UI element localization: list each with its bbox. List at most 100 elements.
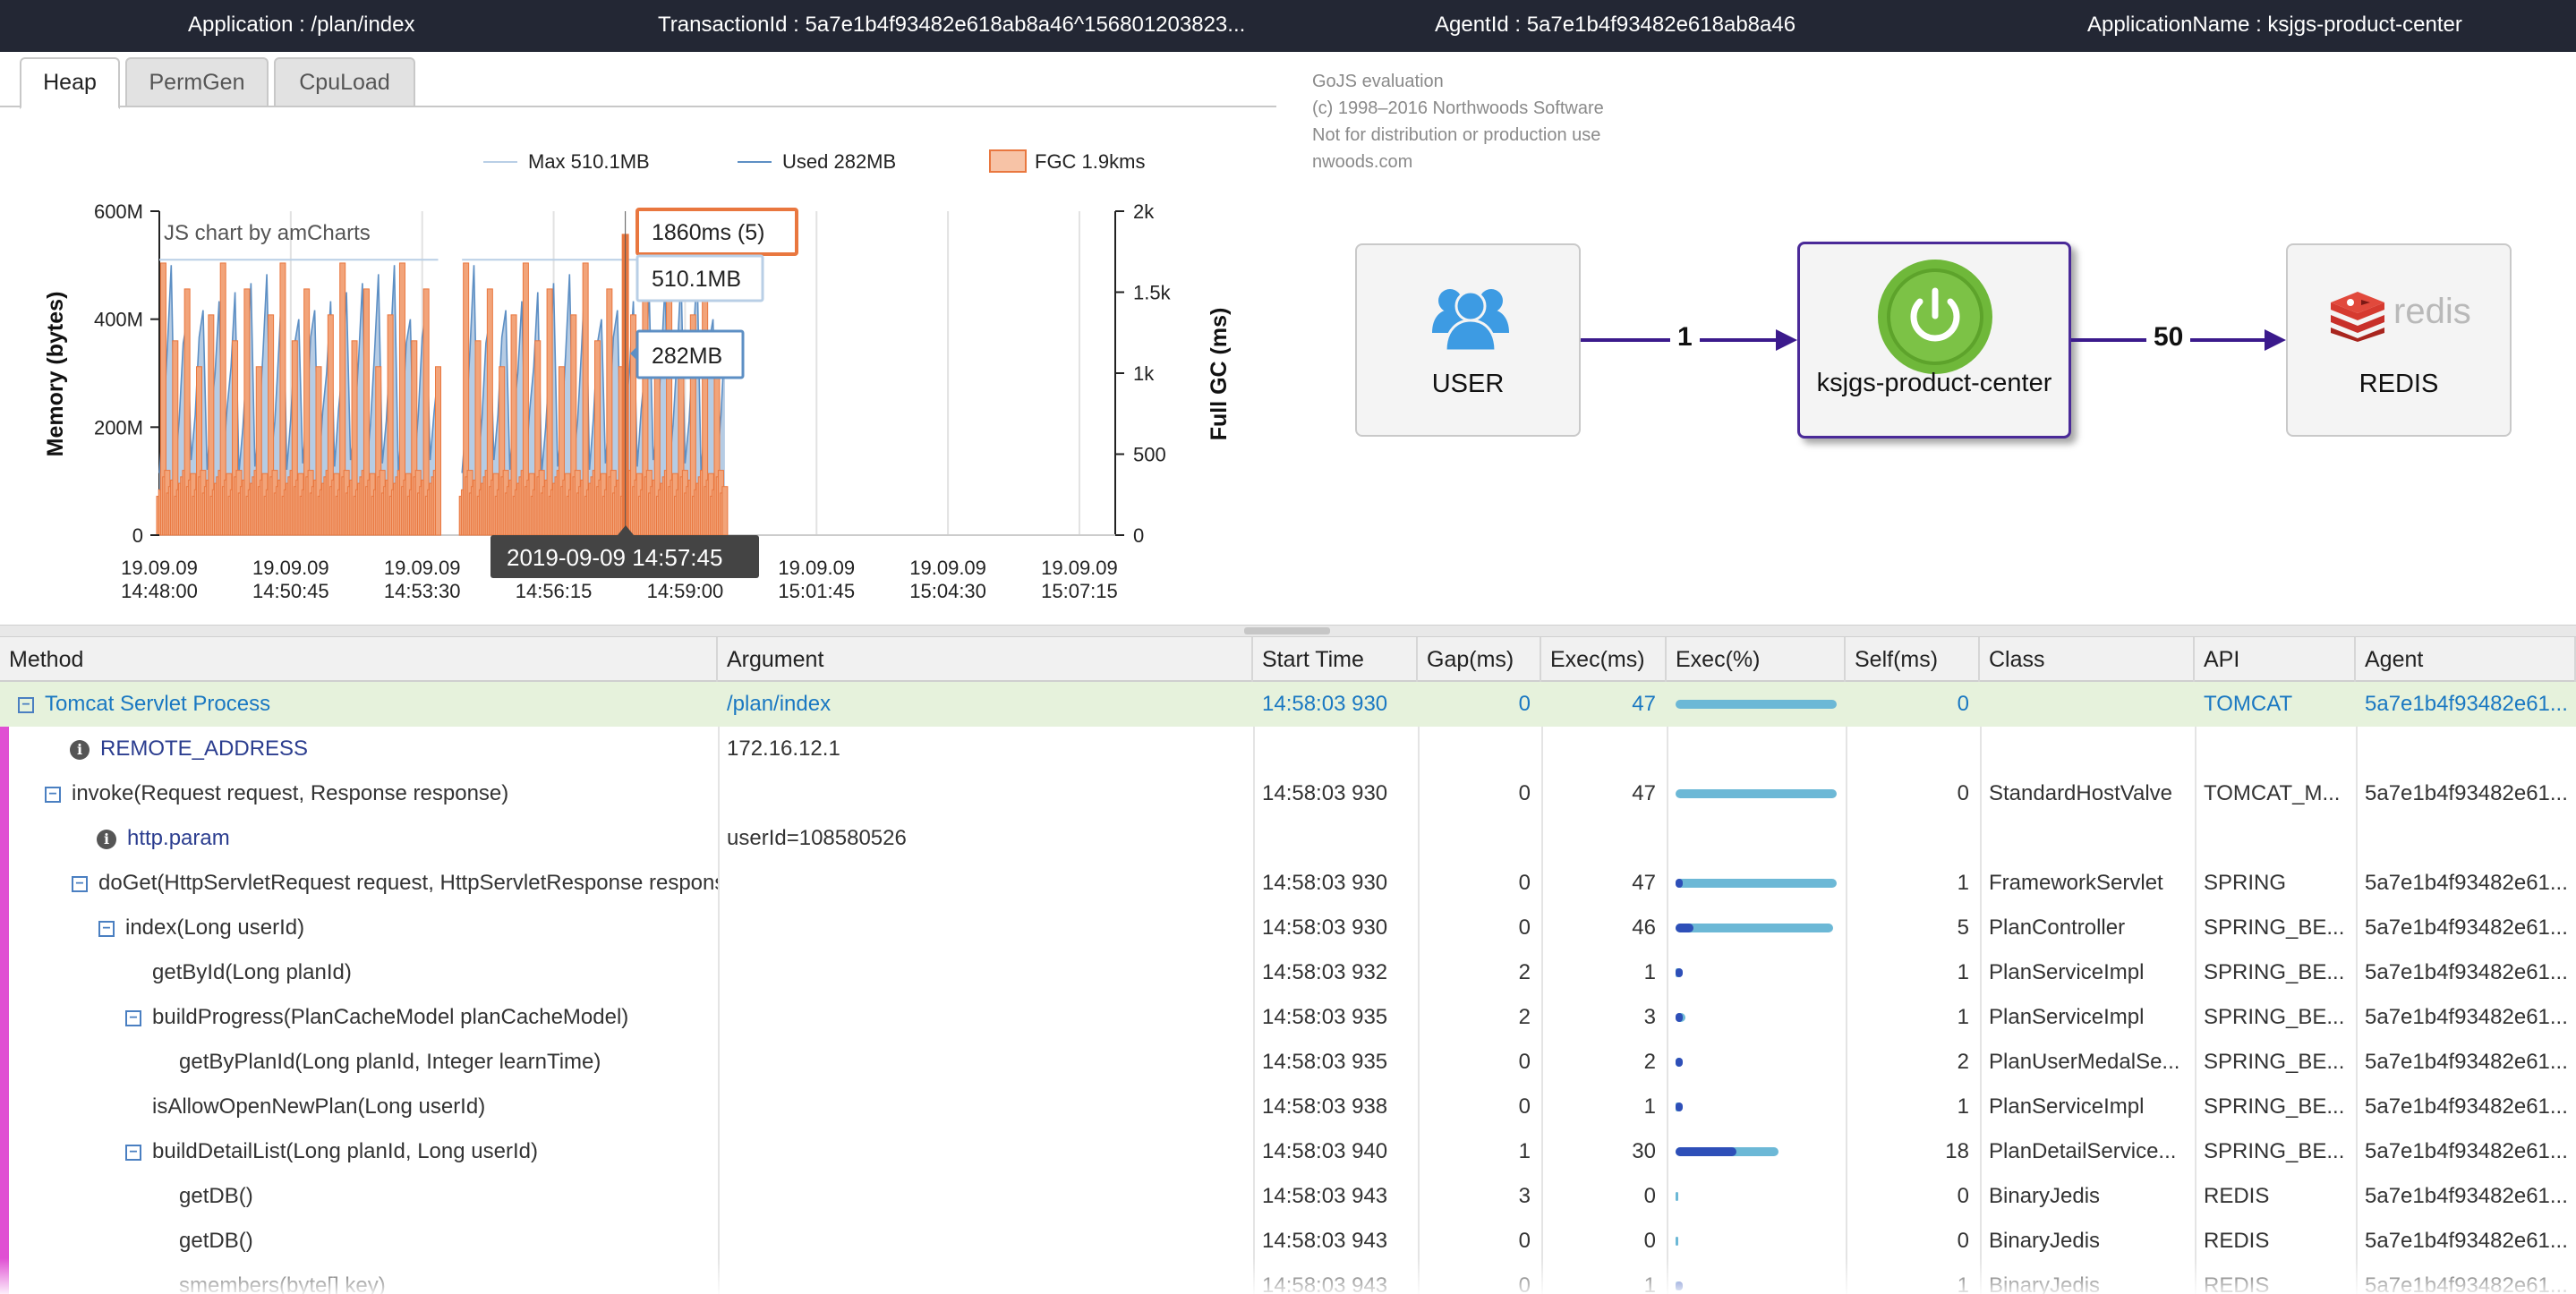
chart-legend[interactable]: Max 510.1MB Used 282MB FGC 1.9kms [483,149,1145,173]
gap-cell: 0 [1518,871,1531,895]
column-divider [1980,682,1982,1294]
api-cell: REDIS [2204,1184,2270,1208]
column-header-argument[interactable]: Argument [718,637,1253,682]
tab-permgen[interactable]: PermGen [125,57,269,107]
y2-axis-title: Full GC (ms) [1207,308,1232,441]
legend-used[interactable]: Used 282MB [782,150,896,173]
column-header-agent[interactable]: Agent [2356,637,2576,682]
column-header-exec-pct[interactable]: Exec(%) [1667,637,1846,682]
transaction-info-bar: Application : /plan/index TransactionId … [0,0,2576,52]
method-text: doGet(HttpServletRequest request, HttpSe… [98,871,718,895]
users-icon [1430,277,1511,357]
collapse-toggle-icon[interactable]: − [125,1144,141,1161]
self-cell: 2 [1957,1050,1969,1074]
exec-percent-bar [1676,1147,1779,1156]
api-cell [2204,727,2356,771]
table-row[interactable]: getByPlanId(Long planId, Integer learnTi… [0,1040,2576,1085]
api-cell: SPRING_BE... [2204,1094,2345,1119]
splitter-grip[interactable] [1244,627,1330,634]
fgc-column[interactable] [435,366,441,536]
column-header-self[interactable]: Self(ms) [1846,637,1980,682]
collapse-toggle-icon[interactable]: − [18,696,34,713]
x-tick-time: 14:59:00 [647,580,724,602]
panel-splitter[interactable] [0,625,2576,637]
self-percent-bar [1676,1147,1737,1156]
agent-id-label: AgentId : 5a7e1b4f93482e618ab8a46 [1435,13,1796,37]
x-tick-time: 14:48:00 [121,580,198,602]
gojs-evaluation-notice: GoJS evaluation (c) 1998–2016 Northwoods… [1312,68,1604,175]
method-cell: getDB() [179,1174,745,1219]
exec-cell: 30 [1632,1139,1656,1163]
api-cell: SPRING_BE... [2204,915,2345,940]
edge-count-redis[interactable]: 50 [2146,322,2191,353]
agent-cell: 5a7e1b4f93482e61... [2365,1229,2568,1253]
argument-cell: /plan/index [727,692,832,716]
fgc-balloon: 1860ms (5) [635,208,798,256]
heap-chart[interactable]: Max 510.1MB Used 282MB FGC 1.9kms JS cha… [0,106,1276,625]
start-time-cell: 14:58:03 930 [1262,871,1388,895]
legend-max[interactable]: Max 510.1MB [528,150,650,173]
x-tick-time: 15:04:30 [909,580,986,602]
self-cell: 1 [1957,1094,1969,1119]
exec-cell: 3 [1643,1005,1656,1029]
column-header-gap[interactable]: Gap(ms) [1418,637,1541,682]
column-header-exec[interactable]: Exec(ms) [1541,637,1667,682]
gap-cell: 0 [1518,781,1531,805]
tab-cpuload[interactable]: CpuLoad [274,57,415,107]
table-row[interactable]: −invoke(Request request, Response respon… [0,771,2576,816]
column-header-method[interactable]: Method [0,637,718,682]
exec-cell: 2 [1643,1050,1656,1074]
legend-fgc[interactable]: FGC 1.9kms [1035,150,1145,173]
argument-cell [727,1129,1251,1174]
table-row[interactable]: isAllowOpenNewPlan(Long userId)14:58:03 … [0,1085,2576,1129]
self-percent-bar [1676,1058,1683,1067]
cursor-balloon: 2019-09-09 14:57:45 [490,525,759,578]
api-cell: SPRING [2204,871,2287,895]
self-percent-bar [1676,968,1683,977]
method-cell: isAllowOpenNewPlan(Long userId) [152,1085,745,1129]
exec-cell: 47 [1632,692,1656,716]
agent-cell: 5a7e1b4f93482e61... [2365,871,2568,895]
table-row[interactable]: −buildProgress(PlanCacheModel planCacheM… [0,995,2576,1040]
collapse-toggle-icon[interactable]: − [72,875,88,892]
column-header-start-time[interactable]: Start Time [1253,637,1418,682]
tab-heap[interactable]: Heap [20,57,120,109]
node-ksjgs-product-center[interactable]: ksjgs-product-center [1797,242,2071,438]
column-header-api[interactable]: API [2195,637,2356,682]
collapse-toggle-icon[interactable]: − [45,786,61,803]
plot-area [156,211,1116,536]
bottom-fade [0,1258,2576,1294]
exec-cell [1541,727,1667,771]
table-row[interactable]: −doGet(HttpServletRequest request, HttpS… [0,861,2576,906]
notice-line: nwoods.com [1312,152,1413,172]
method-text: http.param [127,826,230,850]
column-divider [1253,682,1255,1294]
info-icon: i [97,829,116,849]
table-row[interactable]: −buildDetailList(Long planId, Long userI… [0,1129,2576,1174]
edge-count-user[interactable]: 1 [1670,322,1700,353]
notice-line: (c) 1998–2016 Northwoods Software [1312,98,1604,118]
column-header-class[interactable]: Class [1980,637,2195,682]
call-tree-grid: Method Argument Start Time Gap(ms) Exec(… [0,637,2576,1294]
fgc-column[interactable] [721,486,729,536]
exec-cell: 46 [1632,915,1656,940]
self-cell [1846,727,1980,771]
self-cell: 0 [1957,1229,1969,1253]
node-ksjgs-label: ksjgs-product-center [1816,369,2052,397]
node-redis[interactable]: redis REDIS [2286,243,2512,437]
y-tick-label: 600M [94,200,143,223]
argument-cell: 172.16.12.1 [727,736,840,761]
heap-chart-svg[interactable]: Max 510.1MB Used 282MB FGC 1.9kms JS cha… [0,106,1276,625]
collapse-toggle-icon[interactable]: − [98,920,115,937]
collapse-toggle-icon[interactable]: − [125,1009,141,1026]
api-cell: TOMCAT_M... [2204,781,2341,805]
node-user[interactable]: USER [1355,243,1581,437]
max-balloon: 510.1MB [635,254,764,302]
